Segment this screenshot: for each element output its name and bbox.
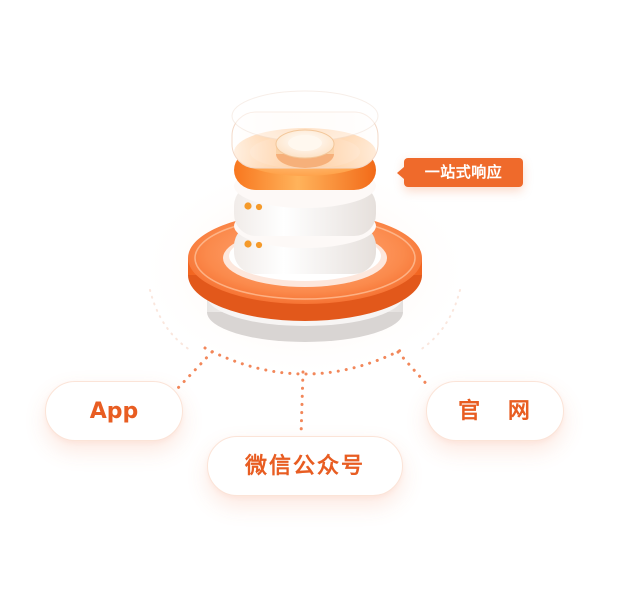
connector-lines [176,346,432,438]
connector-site [396,350,432,390]
channel-official-website-button[interactable]: 官 网 [426,381,564,441]
server-stack-icon [188,90,422,342]
one-stop-response-callout: 一站式响应 [397,158,523,187]
channel-wechat-official-account-button[interactable]: 微信公众号 [207,436,403,496]
connector-arc [203,346,407,376]
connector-app [176,350,214,390]
channel-app-button[interactable]: App [45,381,183,441]
connector-wechat [299,370,305,438]
